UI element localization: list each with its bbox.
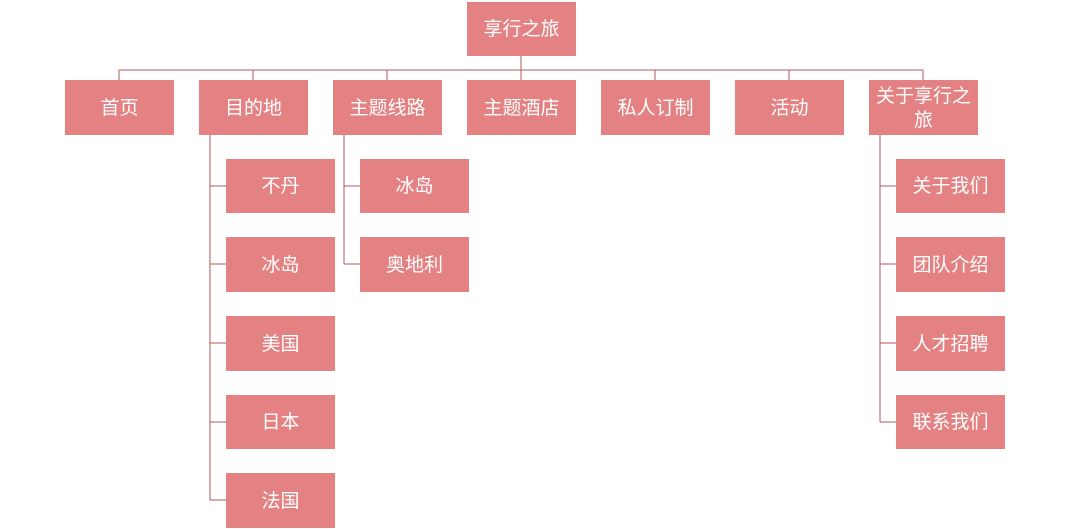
section-label: 主题酒店 [483, 96, 560, 119]
child-label: 联系我们 [912, 411, 989, 433]
section-private-custom: 私人订制 [601, 80, 710, 135]
child-node: 人才招聘 [896, 316, 1005, 371]
child-node: 团队介绍 [896, 237, 1005, 292]
root-node: 享行之旅 [467, 2, 576, 56]
child-label: 关于我们 [912, 175, 989, 197]
child-node: 关于我们 [896, 159, 1005, 213]
child-node: 法国 [226, 473, 335, 528]
child-node: 联系我们 [896, 395, 1005, 449]
child-label: 美国 [261, 332, 300, 355]
section-label: 关于享行之旅 [875, 84, 971, 131]
child-node: 美国 [226, 316, 335, 371]
section-label: 活动 [770, 96, 809, 119]
child-label: 人才招聘 [912, 332, 989, 355]
section-theme-routes: 主题线路 [333, 80, 442, 135]
section-label: 主题线路 [349, 96, 426, 119]
section-label: 目的地 [224, 96, 282, 119]
section-label: 首页 [100, 96, 139, 119]
child-label: 团队介绍 [912, 253, 989, 276]
root-label: 享行之旅 [483, 18, 560, 40]
section-label: 私人订制 [617, 96, 694, 119]
child-label: 奥地利 [385, 253, 443, 276]
child-node: 日本 [226, 395, 335, 449]
child-node: 冰岛 [226, 237, 335, 292]
section-about: 关于享行之旅 [869, 80, 978, 135]
child-node: 冰岛 [360, 159, 469, 213]
section-theme-hotels: 主题酒店 [467, 80, 576, 135]
child-label: 冰岛 [395, 175, 434, 197]
child-label: 冰岛 [261, 253, 300, 276]
child-label: 日本 [261, 411, 300, 433]
section-events: 活动 [735, 80, 844, 135]
section-home: 首页 [65, 80, 174, 135]
child-label: 法国 [261, 489, 300, 512]
child-node: 奥地利 [360, 237, 469, 292]
child-node: 不丹 [226, 159, 335, 213]
child-label: 不丹 [261, 175, 300, 197]
section-destinations: 目的地 [199, 80, 308, 135]
